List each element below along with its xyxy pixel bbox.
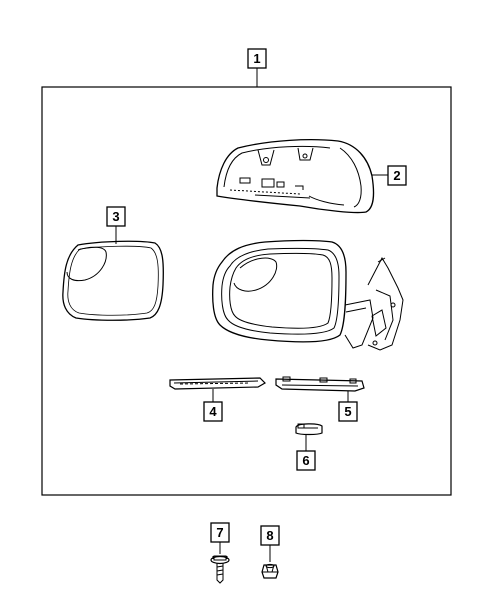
callout-7: 7	[210, 522, 230, 554]
callout-2-label: 2	[393, 168, 400, 183]
callout-5-label: 5	[344, 404, 351, 419]
callout-1: 1	[247, 48, 267, 87]
bolt-icon	[210, 555, 230, 584]
callout-5: 5	[338, 391, 358, 422]
trim-strip-icon	[169, 377, 266, 390]
callout-2: 2	[372, 165, 407, 186]
lamp-icon	[295, 423, 323, 436]
mirror-glass-icon	[62, 240, 164, 321]
bracket-strip-icon	[275, 376, 365, 392]
assembly-frame	[41, 86, 452, 496]
callout-3-label: 3	[112, 209, 119, 224]
callout-8: 8	[260, 525, 280, 562]
callout-1-label: 1	[253, 51, 260, 66]
callout-7-label: 7	[216, 525, 223, 540]
callout-4: 4	[203, 389, 223, 422]
callout-3: 3	[106, 206, 126, 244]
callout-6-label: 6	[302, 453, 309, 468]
mirror-housing-icon	[212, 239, 404, 351]
callout-6: 6	[296, 435, 316, 471]
nut-icon	[261, 563, 279, 579]
callout-4-label: 4	[209, 404, 217, 419]
callout-8-label: 8	[266, 528, 273, 543]
mirror-cover-cap-icon	[216, 139, 375, 214]
